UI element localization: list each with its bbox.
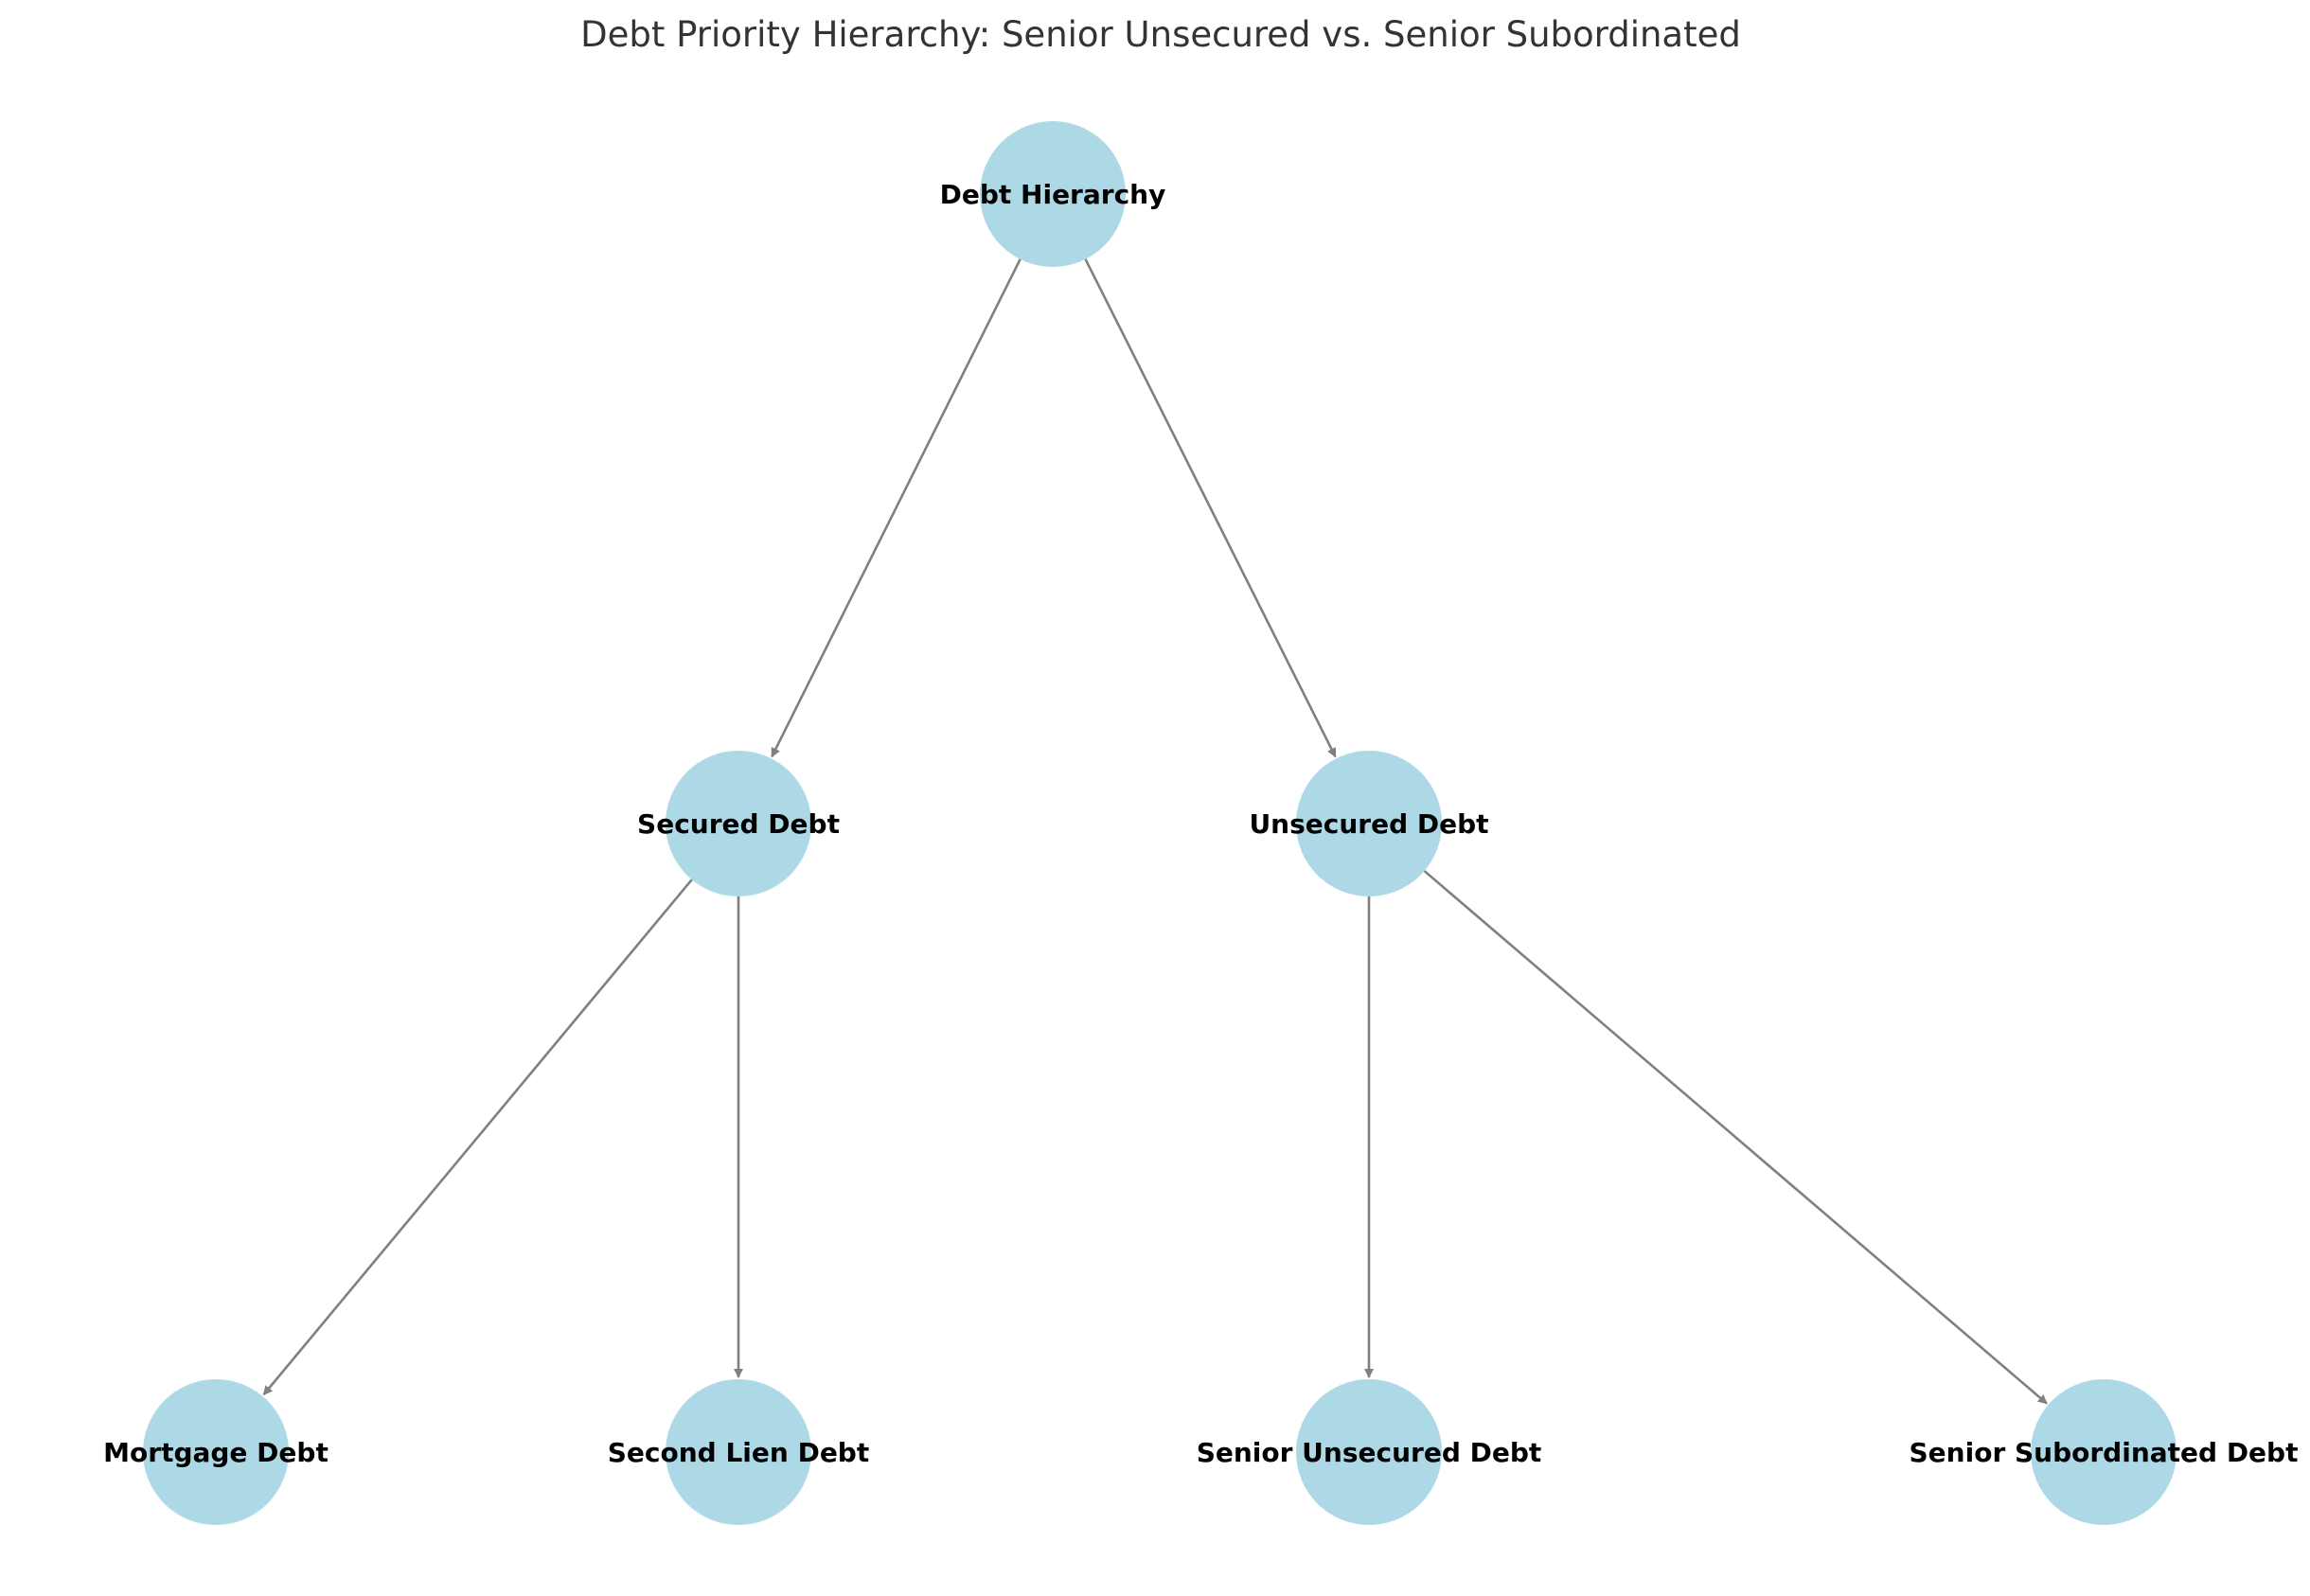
node-circle	[1296, 751, 1442, 896]
node-secured: Secured Debt	[637, 751, 840, 896]
node-circle	[1296, 1379, 1442, 1525]
node-unsecured: Unsecured Debt	[1249, 751, 1489, 896]
node-label: Debt Hierarchy	[940, 179, 1166, 210]
node-label: Second Lien Debt	[608, 1437, 870, 1468]
node-senior-unsecured: Senior Unsecured Debt	[1197, 1379, 1542, 1525]
node-root: Debt Hierarchy	[940, 121, 1166, 267]
node-circle	[2031, 1379, 2177, 1525]
node-circle	[980, 121, 1126, 267]
node-label: Mortgage Debt	[103, 1437, 329, 1468]
node-label: Senior Subordinated Debt	[1910, 1437, 2299, 1468]
node-circle	[666, 751, 811, 896]
node-senior-subordinated: Senior Subordinated Debt	[1910, 1379, 2299, 1525]
diagram-title: Debt Priority Hierarchy: Senior Unsecure…	[580, 14, 1741, 55]
node-mortgage: Mortgage Debt	[103, 1379, 329, 1525]
edge-secured-to-mortgage	[262, 878, 693, 1396]
node-circle	[143, 1379, 289, 1525]
edges-layer	[262, 258, 2048, 1405]
node-label: Senior Unsecured Debt	[1197, 1437, 1542, 1468]
node-label: Unsecured Debt	[1249, 808, 1488, 840]
node-label: Secured Debt	[637, 808, 840, 840]
edge-unsecured-to-senior_subordinated	[1423, 870, 2048, 1405]
node-circle	[666, 1379, 811, 1525]
edge-root-to-unsecured	[1084, 258, 1337, 758]
node-second-lien: Second Lien Debt	[608, 1379, 870, 1525]
edge-root-to-secured	[771, 258, 1022, 758]
